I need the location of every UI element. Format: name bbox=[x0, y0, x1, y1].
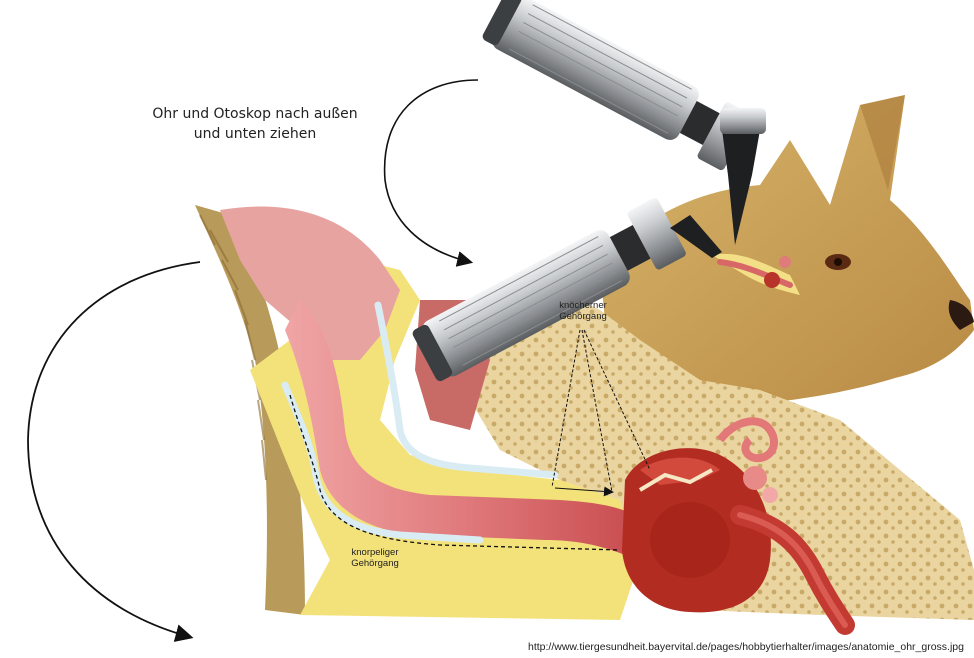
otoscope-upper-head bbox=[720, 108, 766, 134]
cartilaginous-canal-label-line-2: Gehörgang bbox=[340, 558, 410, 569]
otoscope-upper bbox=[479, 0, 753, 171]
instruction-caption: Ohr und Otoskop nach außen und unten zie… bbox=[130, 104, 380, 144]
cartilaginous-canal-label: knorpeliger Gehörgang bbox=[340, 547, 410, 569]
rotation-arrow-large bbox=[28, 262, 200, 637]
cartilaginous-canal-label-line-1: knorpeliger bbox=[340, 547, 410, 558]
bony-canal-label-line-1: knöcherner bbox=[548, 300, 618, 311]
rotation-arrow-small bbox=[385, 80, 478, 262]
caption-line-2: und unten ziehen bbox=[130, 124, 380, 144]
bony-canal-label-line-2: Gehörgang bbox=[548, 311, 618, 322]
bony-canal-label: knöcherner Gehörgang bbox=[548, 300, 618, 322]
source-url: http://www.tiergesundheit.bayervital.de/… bbox=[528, 641, 964, 653]
caption-line-1: Ohr und Otoskop nach außen bbox=[130, 104, 380, 124]
